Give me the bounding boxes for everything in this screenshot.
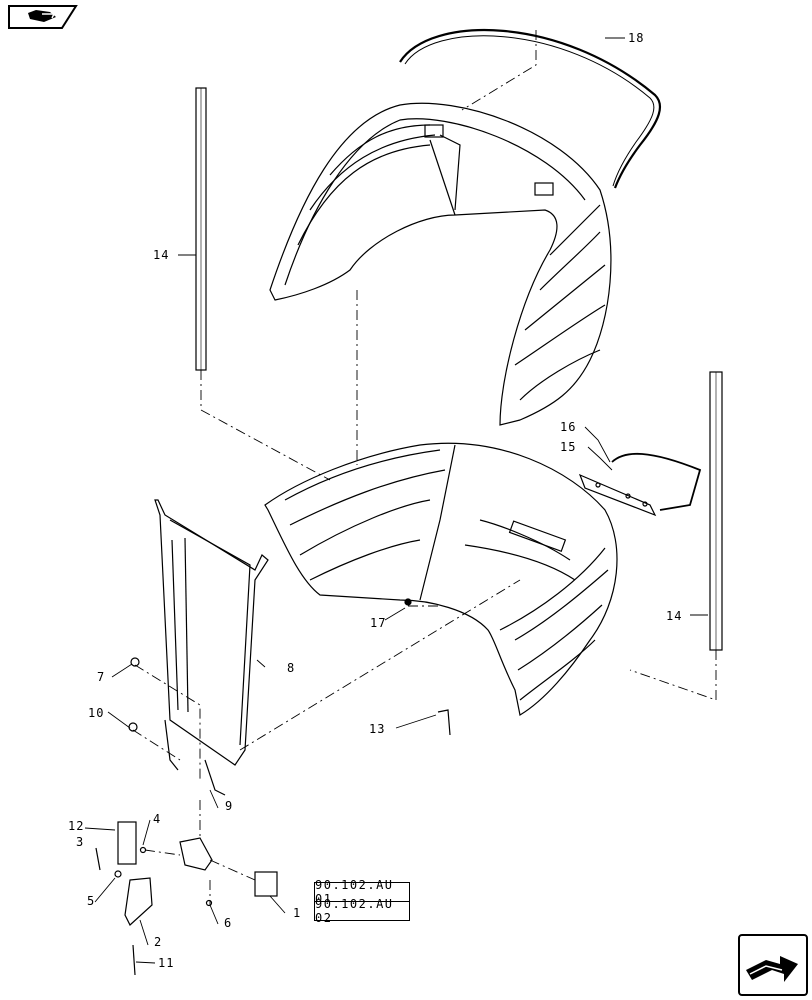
seal-strip-part	[399, 28, 662, 189]
callout-2: 2	[154, 935, 162, 949]
callout-14-right: 14	[666, 609, 682, 623]
reference-link-1[interactable]: 90.102.AU 01	[314, 878, 410, 906]
callout-15: 15	[560, 440, 576, 454]
lower-fender-part	[264, 442, 618, 716]
upper-fender-part	[269, 102, 612, 426]
callout-10: 10	[88, 706, 104, 720]
callout-6: 6	[224, 916, 232, 930]
handrail-right-part	[709, 371, 723, 651]
callout-18: 18	[628, 31, 644, 45]
callout-11: 11	[158, 956, 174, 970]
callout-5: 5	[87, 894, 95, 908]
callout-12: 12	[68, 819, 84, 833]
support-frame-part	[154, 499, 269, 796]
callout-14-left: 14	[153, 248, 169, 262]
callout-1: 1	[293, 906, 301, 920]
handrail-left-part	[195, 87, 207, 371]
callout-13: 13	[369, 722, 385, 736]
callout-3: 3	[76, 835, 84, 849]
callout-16: 16	[560, 420, 576, 434]
callout-9: 9	[225, 799, 233, 813]
leader-lines	[84, 37, 708, 964]
callout-17: 17	[370, 616, 386, 630]
callout-8: 8	[287, 661, 295, 675]
callout-7: 7	[97, 670, 105, 684]
reference-link-2[interactable]: 90.102.AU 02	[314, 897, 410, 925]
callout-4: 4	[153, 812, 161, 826]
book-icon[interactable]	[6, 4, 78, 30]
next-page-arrow-icon[interactable]	[738, 934, 808, 996]
handle-bracket-part	[578, 452, 702, 517]
callout-labels: 18 14 16 15 14 17 7 8 10 13 9 12 4 3 5 1…	[68, 31, 682, 970]
assembly-lines	[132, 30, 717, 905]
